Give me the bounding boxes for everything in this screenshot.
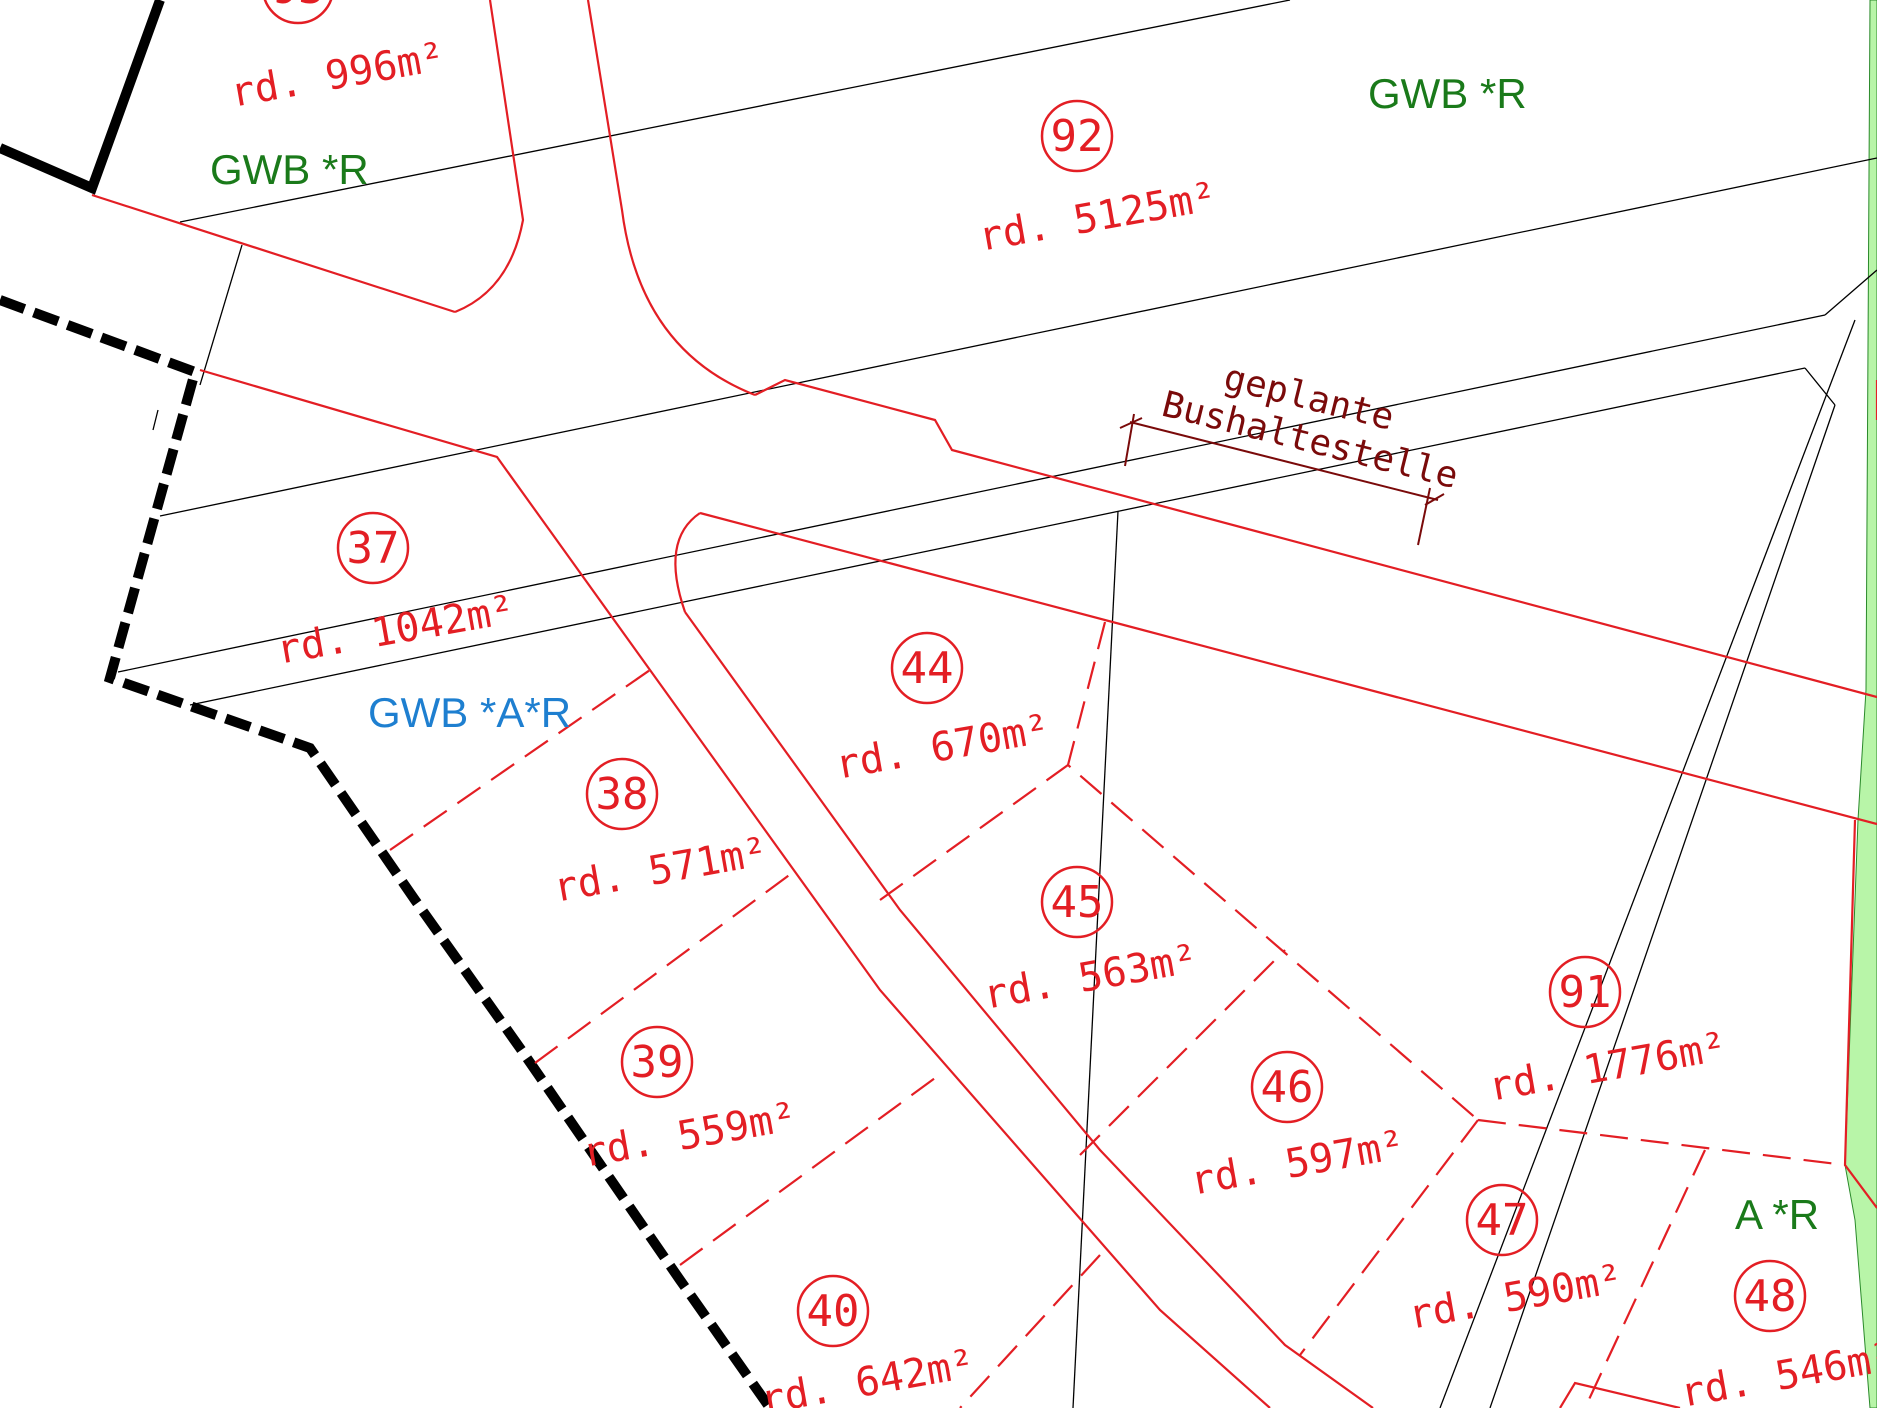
plot-area: rd. 996m² [227,34,448,117]
plot-number: 40 [807,1286,860,1337]
plot-number: 44 [901,643,954,694]
plot-number: 48 [1744,1271,1797,1322]
parcel-lines-solid [91,0,1877,1408]
plot-number: 91 [1559,967,1612,1018]
plot-number: 38 [596,769,649,820]
plot-number: 37 [347,523,400,574]
plot-area: rd. 563m² [980,936,1201,1019]
bus-stop-label: geplante Bushaltestelle [1158,357,1462,497]
zone-label: GWB *R [1368,70,1527,117]
plot-area: rd. 642m² [757,1341,978,1408]
plot-area: rd. 1776m² [1485,1024,1730,1111]
parcel-lines-dashed [389,621,1846,1408]
plot-area: rd. 5125m² [975,174,1220,261]
plot-number: 39 [631,1037,684,1088]
bus-stop-marker [1119,413,1445,546]
plot-circle-40 [796,1274,870,1348]
plot-circle-45 [1040,865,1114,939]
plot-number: 45 [1051,877,1104,928]
green-strip [1844,0,1877,1408]
plot-number: 47 [1476,1195,1529,1246]
zone-label: GWB *A*R [368,689,571,736]
plot-number: 46 [1261,1062,1314,1113]
plot-number: 92 [1051,111,1104,162]
plot-circle-93 [263,0,333,25]
boundary-dashed [0,295,775,1408]
cadastral-lines [117,0,1877,1408]
plot-circle-91 [1548,955,1622,1029]
zone-labels: GWB *R GWB *R GWB *A*R A *R [210,70,1819,1238]
plot-area: rd. 1042m² [273,587,518,674]
plot-circle-39 [620,1025,694,1099]
plot-number: 93 [272,0,325,14]
plot-circle-47 [1465,1183,1539,1257]
plot-circle-38 [585,757,659,831]
plot-circle-37 [336,511,410,585]
plot-numbers: 93 92 37 44 38 45 91 39 46 47 48 40 [272,0,1797,1337]
plot-area: rd. 571m² [550,829,771,912]
plot-area: rd. 670m² [832,706,1053,789]
plot-circle-44 [890,631,964,705]
zone-label: GWB *R [210,146,369,193]
plot-area: rd. 546m² [1677,1334,1877,1408]
zone-label: A *R [1735,1191,1819,1238]
plot-circle-92 [1040,99,1114,173]
plot-circle-46 [1250,1050,1324,1124]
plot-area: rd. 590m² [1405,1256,1626,1339]
boundary-solid [0,0,165,195]
plot-area: rd. 597m² [1187,1122,1408,1205]
plot-circles [263,0,1807,1348]
plot-circle-48 [1733,1259,1807,1333]
plot-area: rd. 559m² [579,1094,800,1177]
